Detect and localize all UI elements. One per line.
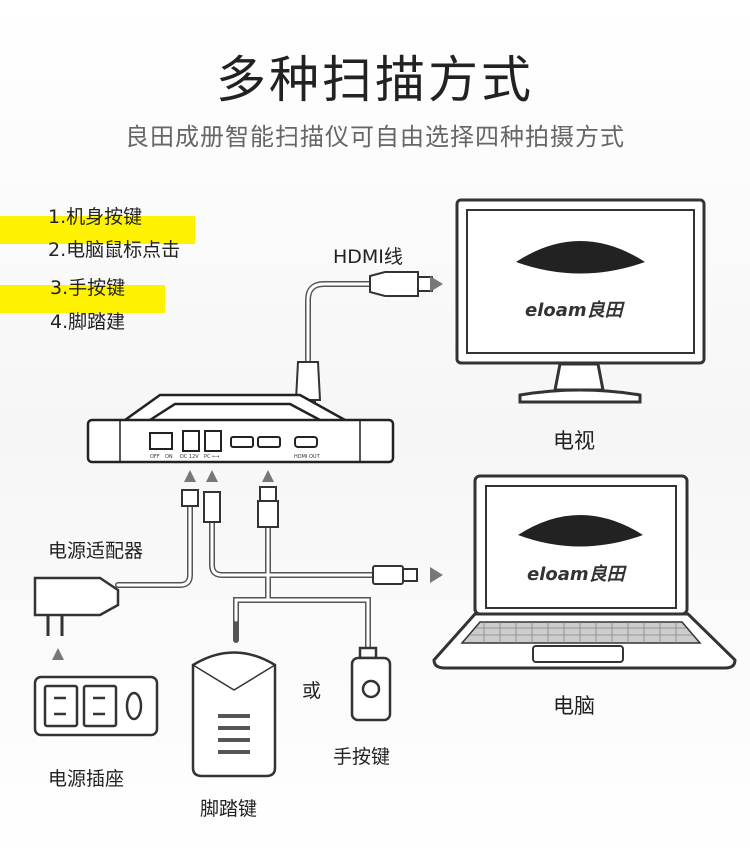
device-plugs — [181, 470, 279, 528]
port-label: PC ⟷ — [204, 454, 219, 460]
port-label: ON — [165, 454, 173, 460]
hdmi-cable-label: HDMI线 — [333, 246, 403, 268]
hand-button-label: 手按键 — [333, 746, 391, 768]
tv-label: 电视 — [553, 429, 595, 453]
port-label: OFF — [150, 454, 160, 460]
power-adapter — [33, 576, 120, 660]
brand-logo: eloam良田 — [527, 564, 628, 585]
foot-pedal-label: 脚踏键 — [200, 798, 258, 820]
brand-logo: eloam良田 — [525, 300, 626, 321]
foot-pedal — [191, 651, 277, 778]
port-label: DC 12V — [180, 454, 199, 460]
highlight-bar — [0, 285, 165, 313]
method-item: 3.手按键 — [50, 277, 126, 299]
method-item: 2.电脑鼠标点击 — [48, 239, 181, 261]
hand-button — [350, 646, 392, 722]
scanner-device — [86, 393, 395, 464]
method-item: 1.机身按键 — [48, 206, 143, 228]
method-item: 4.脚踏建 — [50, 311, 126, 333]
power-outlet-label: 电源插座 — [48, 768, 125, 790]
port-label: HDMI OUT — [294, 454, 321, 460]
tv-monitor — [455, 198, 706, 404]
usb-plug-icon — [372, 565, 443, 585]
page-title: 多种扫描方式 — [216, 51, 534, 109]
hdmi-plug-icon — [369, 271, 443, 297]
or-label: 或 — [302, 680, 322, 702]
power-adapter-label: 电源适配器 — [48, 540, 144, 562]
computer-label: 电脑 — [553, 694, 595, 718]
highlight-bar — [0, 216, 195, 244]
power-outlet — [33, 675, 159, 737]
page-subtitle: 良田成册智能扫描仪可自由选择四种拍摄方式 — [125, 123, 625, 151]
